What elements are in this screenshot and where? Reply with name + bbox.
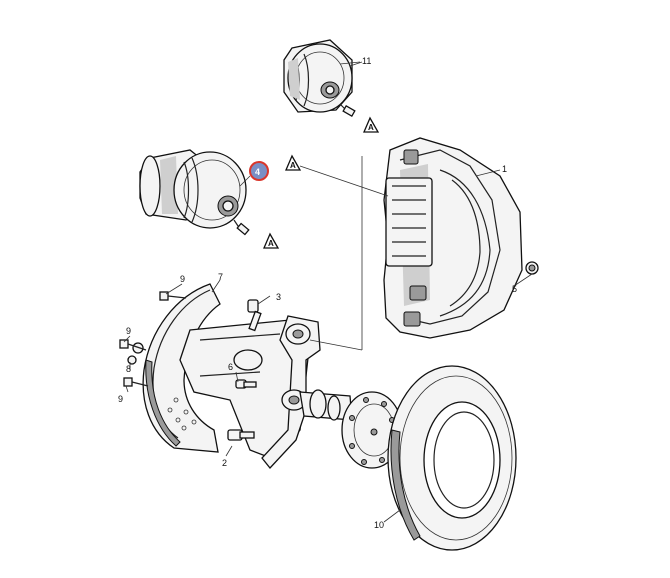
- part-1-brake-caliper: [383, 137, 523, 339]
- callout-8: 8: [126, 364, 131, 374]
- part-2-stud: [225, 429, 255, 457]
- reference-mark-a2-label: A: [290, 161, 296, 170]
- callout-10: 10: [374, 520, 384, 530]
- callout-6: 6: [228, 362, 233, 372]
- part-6-bolt: [235, 379, 257, 389]
- callout-7: 7: [218, 272, 223, 282]
- callout-1: 1: [502, 164, 507, 174]
- part-11-brake-chamber-top: [283, 39, 361, 117]
- part-7-dust-shield: [142, 283, 221, 453]
- steering-knuckle: [179, 315, 321, 469]
- callout-2: 2: [222, 458, 227, 468]
- spindle: [299, 389, 353, 421]
- part-10-brake-disc: [387, 365, 517, 551]
- callout-9a: 9: [180, 274, 185, 284]
- callout-9b: 9: [126, 326, 131, 336]
- part-4-brake-chamber: [139, 149, 250, 236]
- part-3-bolt: [247, 295, 271, 332]
- callout-9c: 9: [118, 394, 123, 404]
- reference-mark-a2: A: [285, 154, 302, 171]
- highlight-ring: [249, 161, 269, 181]
- reference-mark-a1: A: [363, 116, 380, 133]
- callout-4-highlight[interactable]: 4: [249, 161, 269, 181]
- reference-mark-a1-label: A: [368, 123, 374, 132]
- callout-11: 11: [362, 56, 371, 66]
- part-9-bolts: [119, 291, 187, 387]
- leader-lines: [123, 61, 401, 523]
- callout-4: 4: [255, 167, 260, 177]
- part-8-washer: [127, 355, 137, 365]
- callout-5: 5: [512, 284, 517, 294]
- callout-3: 3: [276, 292, 281, 302]
- part-5-bolt: [513, 261, 539, 287]
- reference-mark-a3-label: A: [268, 239, 274, 248]
- reference-mark-a3: A: [263, 232, 280, 249]
